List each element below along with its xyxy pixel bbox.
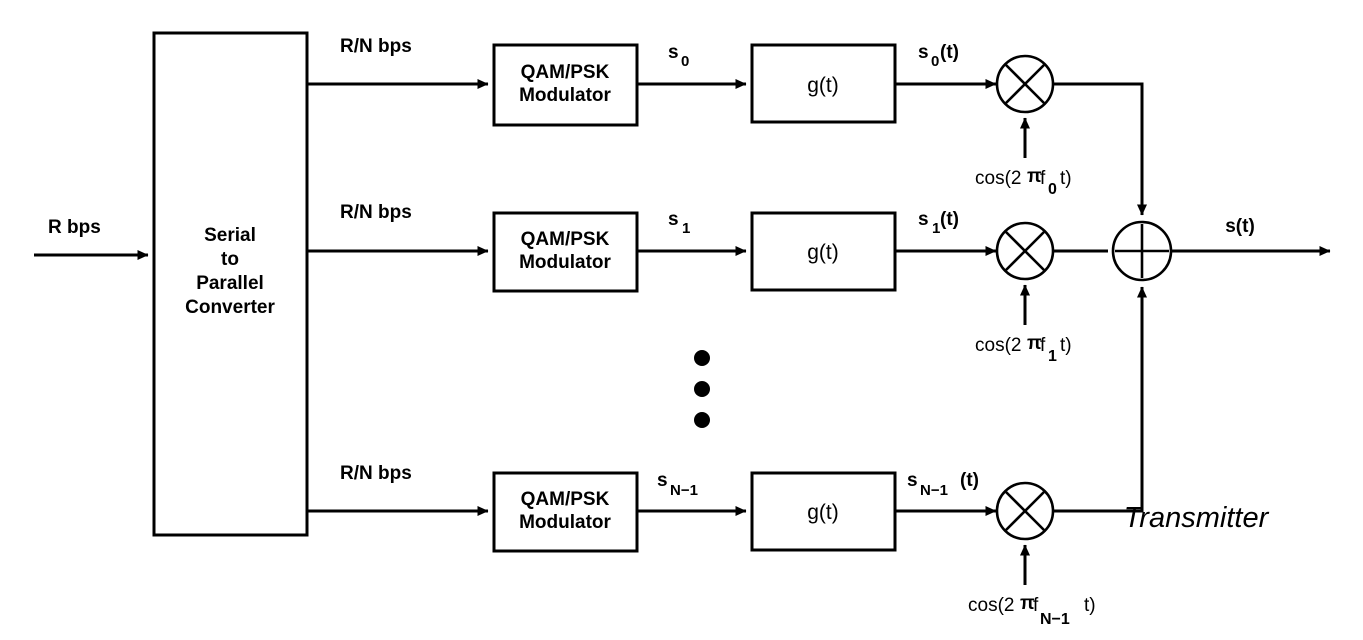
- transmitter-caption: Transmitter: [1124, 502, 1270, 534]
- multiply-icon-stroke-b: [1005, 491, 1045, 531]
- branch-1-symbol-label: s: [668, 209, 679, 230]
- branch-n-1-modulator-line2: Modulator: [519, 512, 611, 533]
- branch-0-modulator-line2: Modulator: [519, 85, 611, 106]
- branch-1-shaped-label: s: [918, 209, 929, 230]
- branch-n-1-carrier-suffix: t): [1084, 595, 1096, 616]
- branch-0-shaped-suffix: (t): [940, 42, 959, 63]
- branch-0-carrier-subscript: 0: [1048, 181, 1057, 198]
- branch-1-carrier-pi: π: [1027, 333, 1042, 354]
- output-signal-group: s(t): [1171, 216, 1331, 256]
- branch-n-1-pulse-label: g(t): [807, 501, 839, 524]
- serial-to-parallel-converter-block[interactable]: Serial to Parallel Converter: [152, 31, 309, 537]
- multiply-icon-stroke-b: [1005, 64, 1045, 104]
- branch-n-1-carrier-f: f: [1033, 595, 1039, 616]
- branch-n-1-shaped-label: s: [907, 470, 918, 491]
- ellipsis-dot-3: [694, 412, 710, 428]
- branch-0-modulator-block[interactable]: QAM/PSK Modulator: [492, 43, 639, 127]
- branch-n-1-symbol-subscript: N−1: [670, 482, 698, 499]
- branch-n-1-modulator-rect: [492, 471, 639, 553]
- branch-1-rate-label: R/N bps: [340, 202, 412, 223]
- branch-n-1-shaped-subscript: N−1: [920, 482, 948, 499]
- input-signal-group: R bps: [34, 217, 149, 260]
- input-rate-label: R bps: [48, 217, 101, 238]
- branch-0-symbol-label: s: [668, 42, 679, 63]
- branch-n-1-carrier-prefix: cos(2: [968, 595, 1014, 616]
- branch-0-carrier-f: f: [1040, 168, 1046, 189]
- branch-1-carrier-subscript: 1: [1048, 348, 1057, 365]
- branch-n-1-carrier-subscript: N−1: [1040, 611, 1070, 628]
- branch-n-1-modulator-line1: QAM/PSK: [521, 489, 610, 510]
- serial-to-parallel-line2: to: [221, 249, 239, 270]
- branch-n-1-group: R/N bps QAM/PSK Modulator s N−1 g(t) s N…: [307, 286, 1147, 628]
- branch-0-shaped-subscript: 0: [931, 53, 939, 70]
- branch-n-1-carrier-pi: π: [1020, 593, 1035, 614]
- branch-0-symbol-subscript: 0: [681, 53, 689, 70]
- branch-n-1-mixer[interactable]: [995, 481, 1055, 541]
- branch-1-shaped-suffix: (t): [940, 209, 959, 230]
- branch-0-pulse-rect: [750, 43, 897, 124]
- serial-to-parallel-line4: Converter: [185, 297, 275, 318]
- serial-to-parallel-line3: Parallel: [196, 273, 264, 294]
- branch-1-pulse-label: g(t): [807, 241, 839, 264]
- branch-1-symbol-subscript: 1: [682, 220, 690, 237]
- serial-to-parallel-line1: Serial: [204, 225, 256, 246]
- branch-n-1-symbol-label: s: [657, 470, 668, 491]
- summer-block[interactable]: [1111, 220, 1173, 282]
- branch-0-pulse-label: g(t): [807, 74, 839, 97]
- branch-0-rate-label: R/N bps: [340, 36, 412, 57]
- branch-0-carrier-suffix: t): [1060, 168, 1072, 189]
- branch-1-modulator-line2: Modulator: [519, 252, 611, 273]
- branch-1-pulse-rect: [750, 211, 897, 292]
- branch-n-1-modulator-block[interactable]: QAM/PSK Modulator: [492, 471, 639, 553]
- branch-n-1-carrier-label: cos(2 π f N−1 t): [968, 593, 1096, 628]
- ellipsis-dot-1: [694, 350, 710, 366]
- multiply-icon-stroke-b: [1005, 231, 1045, 271]
- branch-1-group: R/N bps QAM/PSK Modulator s 1 g(t) s 1 (…: [307, 202, 1108, 365]
- output-signal-label: s(t): [1225, 216, 1255, 237]
- branch-n-1-pulse-shaper-block[interactable]: g(t): [750, 471, 897, 552]
- branch-1-modulator-rect: [492, 211, 639, 293]
- branch-1-carrier-suffix: t): [1060, 335, 1072, 356]
- branch-0-modulator-line1: QAM/PSK: [521, 62, 610, 83]
- branch-1-carrier-f: f: [1040, 335, 1046, 356]
- branch-0-carrier-prefix: cos(2: [975, 168, 1021, 189]
- branch-1-carrier-prefix: cos(2: [975, 335, 1021, 356]
- branch-n-1-rate-label: R/N bps: [340, 463, 412, 484]
- branch-0-mixer[interactable]: [995, 54, 1055, 114]
- serial-to-parallel-rect: [152, 31, 309, 537]
- branch-0-carrier-pi: π: [1027, 166, 1042, 187]
- branch-1-carrier-label: cos(2 π f 1 t): [975, 333, 1072, 365]
- branch-0-group: R/N bps QAM/PSK Modulator s 0 g(t) s 0 (…: [307, 36, 1147, 216]
- ellipsis-dot-2: [694, 381, 710, 397]
- branch-n-1-pulse-rect: [750, 471, 897, 552]
- branch-0-to-summer-path: [1053, 82, 1147, 216]
- branch-1-modulator-line1: QAM/PSK: [521, 229, 610, 250]
- branch-1-mixer[interactable]: [995, 221, 1055, 281]
- branch-1-shaped-subscript: 1: [932, 220, 940, 237]
- branch-0-pulse-shaper-block[interactable]: g(t): [750, 43, 897, 124]
- branch-0-carrier-label: cos(2 π f 0 t): [975, 166, 1072, 198]
- branch-n-1-shaped-suffix: (t): [960, 470, 979, 491]
- branch-1-modulator-block[interactable]: QAM/PSK Modulator: [492, 211, 639, 293]
- branch-n-1-to-summer-path: [1053, 286, 1147, 513]
- vertical-ellipsis-icon: [694, 350, 710, 428]
- branch-0-shaped-label: s: [918, 42, 929, 63]
- branch-1-pulse-shaper-block[interactable]: g(t): [750, 211, 897, 292]
